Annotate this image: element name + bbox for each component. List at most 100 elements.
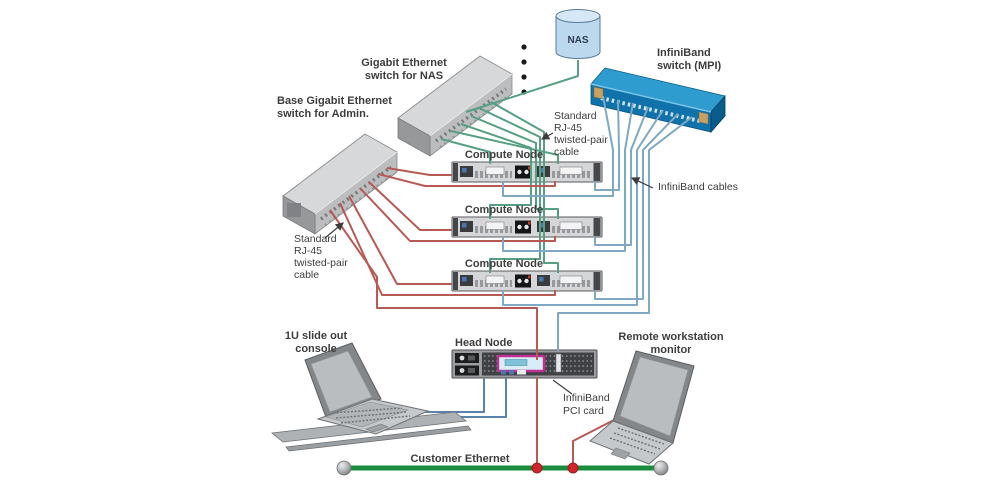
cable-red-workstation-to-ethernet [572, 419, 615, 464]
ethernet-tap-headnode [531, 462, 543, 474]
ib-connector-left [593, 86, 604, 100]
label-customer-ethernet: Customer Ethernet [410, 453, 509, 465]
compute-node-3 [451, 270, 603, 292]
cable-red-cn2-a [368, 181, 452, 231]
head-node [451, 349, 598, 379]
label-remote-monitor-line1: Remote workstation [618, 331, 723, 343]
label-infiniband-pci-line1: InfiniBand [563, 392, 610, 404]
cable-red-cn3-b [339, 202, 556, 296]
cable-ib-cn2-b [594, 106, 649, 246]
label-infiniband-switch-line1: InfiniBand [657, 47, 711, 59]
rj45-left-arrow [324, 222, 344, 239]
nas-switch-ridge [429, 73, 513, 137]
label-gigabit-nas-switch-line1: Gigabit Ethernet [361, 57, 447, 69]
admin-red-cables [329, 167, 615, 464]
cable-green-cn3-a [480, 108, 541, 273]
label-nas: NAS [567, 35, 588, 46]
cable-ib-cn3-a [502, 109, 664, 306]
ib-switch-end [710, 94, 726, 134]
label-rj45-left-line2: RJ-45 [294, 245, 322, 257]
head-node-slot [555, 353, 562, 373]
ethernet-tap-workstation [567, 462, 579, 474]
rj45-right-arrow [540, 131, 554, 140]
label-rj45-right-line1: Standard [554, 110, 597, 122]
label-rj45-right-line3: twisted-pair [554, 134, 608, 146]
admin-ethernet-switch [282, 133, 398, 235]
admin-switch-ridge [314, 151, 398, 215]
compute-node-1 [451, 161, 603, 183]
admin-switch-ports [319, 165, 393, 221]
label-infiniband-switch-line2: switch (MPI) [657, 60, 722, 72]
label-infiniband-pci-line2: PCI card [563, 405, 604, 417]
infiniband-cables-arrow [630, 177, 654, 189]
cable-red-cn1-a [386, 167, 452, 176]
cable-ib-cn1-a [502, 95, 614, 197]
nas-storage [555, 9, 601, 59]
label-rj45-left-line1: Standard [294, 233, 337, 245]
cable-red-cn1-b [377, 173, 556, 187]
label-rj45-right-line4: cable [554, 146, 579, 158]
label-rj45-left-line4: cable [294, 269, 319, 281]
compute-node-2 [451, 216, 603, 238]
label-compute-node-3: Compute Node [465, 258, 543, 270]
label-gigabit-nas-switch-line2: switch for NAS [365, 70, 443, 82]
ethernet-endpoint-right [653, 460, 669, 476]
compute-nodes [451, 161, 603, 292]
ib-connector-right [698, 111, 709, 125]
slide-tray-rail [285, 425, 472, 452]
infiniband-switch [590, 67, 726, 134]
label-console-line1: 1U slide out [285, 330, 348, 342]
cable-green-cn2-b [470, 115, 559, 219]
label-console-line2: console [295, 343, 337, 355]
cable-red-headnode [329, 209, 538, 360]
workstation-screen [619, 356, 689, 437]
cable-green-cn1-b [450, 130, 559, 164]
cable-green-cn1-a [440, 138, 491, 164]
cable-green-cn2-a [460, 123, 532, 219]
cable-ib-headnode [557, 116, 693, 351]
label-admin-switch-line1: Base Gigabit Ethernet [277, 95, 392, 107]
nas-switch-ports-2 [439, 94, 510, 148]
nas-body [555, 16, 601, 59]
admin-switch-ports-2 [324, 172, 395, 226]
pci-card-pointer [552, 379, 573, 395]
labels: Gigabit Ethernet switch for NAS Base Gig… [277, 35, 738, 465]
nas-lid [555, 9, 601, 23]
console-keyboard [324, 401, 410, 428]
infiniband-cable-bundle [502, 95, 693, 351]
label-remote-monitor-line2: monitor [651, 344, 693, 356]
nas-switch-ports [434, 87, 508, 143]
cable-red-cn2-b [359, 187, 556, 242]
cable-green-cn3-b [490, 101, 559, 273]
more-nodes-dots [521, 44, 527, 95]
console-screen [310, 350, 373, 413]
cable-ib-cn2-a [502, 102, 634, 252]
cable-nas-to-switch [465, 60, 579, 113]
workstation-touchpad [610, 447, 631, 460]
nas-green-cables [440, 60, 579, 273]
nas-switch-end [397, 117, 431, 157]
cables [329, 60, 693, 464]
customer-ethernet-line [336, 460, 669, 476]
admin-switch-end-vent [287, 203, 301, 217]
console-laptop [271, 342, 472, 452]
console-touchpad [365, 423, 389, 433]
cable-red-cn3-a [348, 195, 452, 285]
label-admin-switch-line2: switch for Admin. [277, 108, 369, 120]
label-head-node: Head Node [455, 337, 512, 349]
label-compute-node-2: Compute Node [465, 204, 543, 216]
label-compute-node-1: Compute Node [465, 149, 543, 161]
ib-switch-ridge [590, 83, 712, 113]
cable-console-a [408, 378, 485, 413]
workstation-laptop [589, 350, 695, 465]
nas-ethernet-switch [397, 55, 513, 157]
label-rj45-right-line2: RJ-45 [554, 122, 582, 134]
cable-ib-cn3-b [594, 113, 679, 300]
ethernet-endpoint-left [336, 460, 352, 476]
head-node-psu-1 [455, 353, 479, 363]
cable-ib-cn1-b [594, 99, 620, 191]
label-infiniband-cables: InfiniBand cables [658, 181, 738, 193]
label-rj45-left-line3: twisted-pair [294, 257, 348, 269]
